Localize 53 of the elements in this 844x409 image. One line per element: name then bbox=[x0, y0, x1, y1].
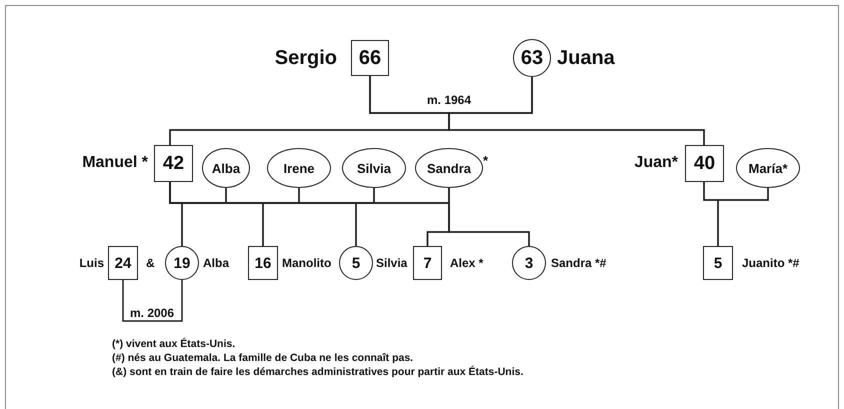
person-name: Luis bbox=[79, 257, 104, 269]
age-number: 5 bbox=[352, 256, 360, 270]
person-name: Sandra bbox=[426, 162, 472, 174]
person-name: Sandra *# bbox=[551, 257, 606, 269]
person-name: Silvia bbox=[376, 257, 408, 269]
female-circle bbox=[512, 246, 546, 280]
age-number: 63 bbox=[520, 48, 544, 68]
person-name: Juana bbox=[557, 48, 615, 68]
person-name: Alba bbox=[212, 162, 240, 174]
age-number: 42 bbox=[162, 154, 184, 173]
male-square bbox=[703, 246, 733, 280]
age-number: 40 bbox=[694, 154, 716, 173]
age-number: 7 bbox=[423, 256, 432, 270]
person-name: Silvia bbox=[357, 162, 391, 174]
male-square bbox=[413, 246, 442, 280]
person-name: Manuel * bbox=[82, 155, 148, 171]
age-number: 66 bbox=[358, 48, 382, 68]
family-line bbox=[448, 77, 705, 145]
person-name: Sergio bbox=[274, 48, 337, 68]
edge-label: m. 1964 bbox=[424, 94, 474, 106]
footnote-text: (&) sont en train de faire les démarches administratives pour partir aux États-Unis. bbox=[112, 367, 524, 378]
family-line bbox=[262, 188, 300, 246]
footnote-text: (#) nés au Guatemala. La famille de Cuba ne les connaît pas. bbox=[112, 353, 414, 364]
person-name: Manolito bbox=[282, 257, 332, 269]
female-circle bbox=[339, 246, 373, 280]
family-line bbox=[717, 188, 769, 246]
person-name: María* bbox=[748, 162, 788, 174]
female-circle bbox=[165, 246, 199, 280]
age-number: 3 bbox=[524, 256, 534, 270]
person-name: Juan* bbox=[634, 155, 678, 171]
marriage-line bbox=[122, 280, 183, 322]
male-square bbox=[351, 40, 389, 76]
family-line bbox=[448, 188, 530, 246]
person-name: Alex * bbox=[450, 257, 484, 269]
age-number: 19 bbox=[174, 256, 190, 270]
age-number: 24 bbox=[114, 256, 132, 270]
person-name: Irene bbox=[283, 162, 315, 174]
footnote-mark: * bbox=[483, 154, 488, 166]
person-name: Juanito *# bbox=[742, 257, 800, 269]
female-circle bbox=[513, 39, 551, 77]
age-number: 16 bbox=[254, 256, 272, 270]
male-square bbox=[685, 145, 724, 182]
edge-label: m. 2006 bbox=[128, 307, 176, 319]
female-ellipse bbox=[202, 148, 250, 188]
age-number: 5 bbox=[714, 256, 722, 270]
family-line bbox=[355, 188, 375, 246]
ampersand-mark: & bbox=[146, 257, 155, 269]
footnote-text: (*) vivent aux États-Unis. bbox=[112, 339, 236, 350]
male-square bbox=[108, 246, 138, 280]
person-name: Alba bbox=[203, 257, 230, 269]
family-line bbox=[181, 188, 227, 246]
male-square bbox=[154, 145, 193, 182]
male-square bbox=[248, 246, 278, 280]
